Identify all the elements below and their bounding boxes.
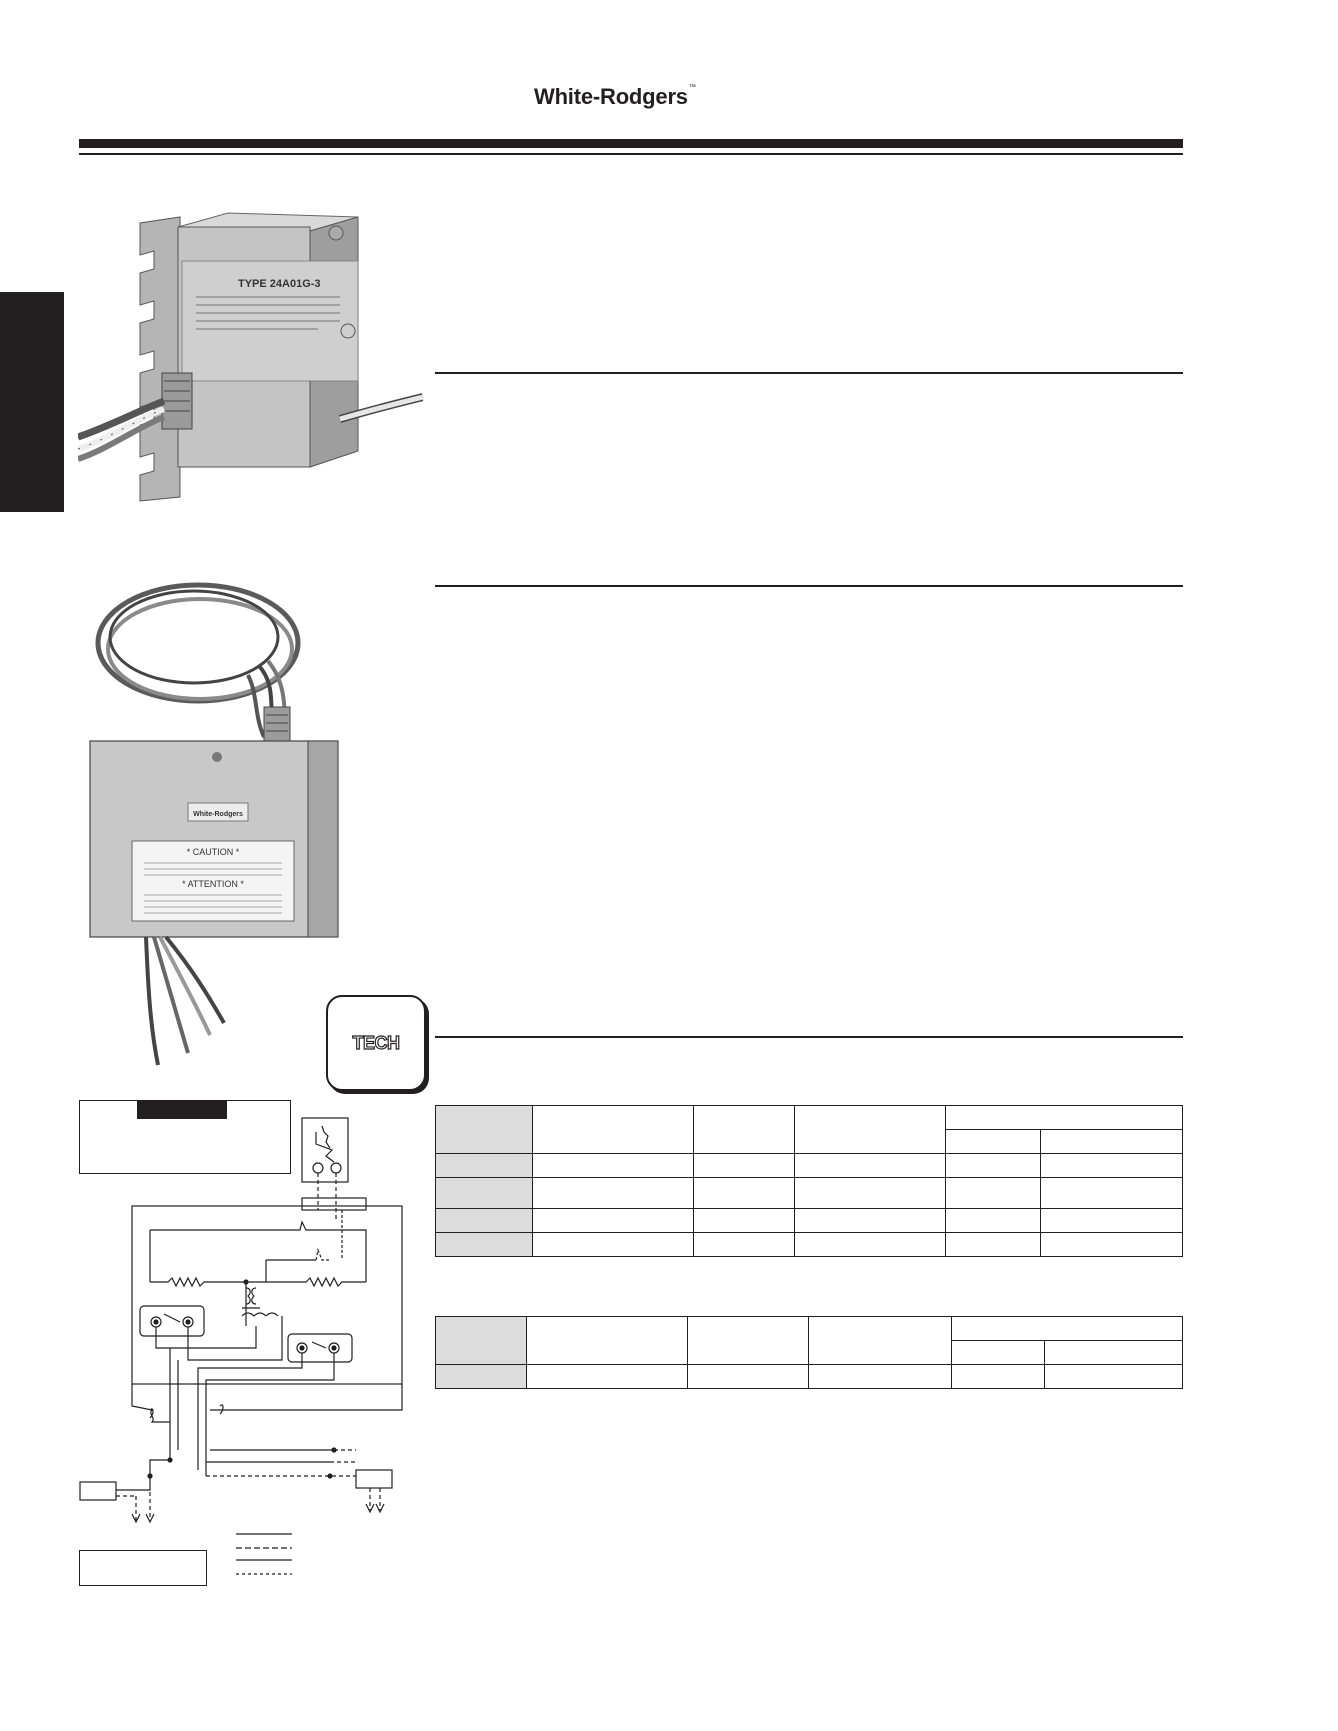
table-cell [526, 1364, 688, 1389]
diagram-label-box [79, 1100, 291, 1174]
table-cell [1044, 1340, 1183, 1365]
table-row [435, 1364, 1183, 1389]
tech-badge: TECH [326, 995, 426, 1091]
table-cell [808, 1316, 952, 1365]
table-cell [1040, 1207, 1183, 1233]
table-cell [794, 1177, 946, 1209]
table-cell [693, 1153, 795, 1179]
enclosure-photo: White-Rodgers * CAUTION * * ATTENTION * [88, 565, 363, 1070]
table-cell [532, 1153, 694, 1179]
spec-table-1 [435, 1104, 1183, 1258]
diagram-label-bar [137, 1101, 227, 1119]
table-cell [951, 1364, 1045, 1389]
table-cell [794, 1231, 946, 1258]
table-cell [951, 1340, 1045, 1365]
table-cell [532, 1104, 694, 1155]
table-cell [1040, 1153, 1183, 1179]
table-cell [693, 1207, 795, 1233]
table-cell [945, 1207, 1041, 1233]
diagram-note-box [79, 1550, 207, 1586]
table-cell [532, 1231, 694, 1258]
svg-text:White-Rodgers: White-Rodgers [193, 811, 243, 818]
table-row [435, 1207, 1183, 1233]
table-cell [1040, 1177, 1183, 1209]
table-cell [693, 1177, 795, 1209]
table-cell [794, 1207, 946, 1233]
header-rule-thin [79, 153, 1183, 155]
table-row [436, 1340, 1183, 1365]
table-cell [435, 1364, 527, 1389]
table-cell [526, 1316, 688, 1365]
table-row [435, 1316, 1183, 1365]
tech-badge-label: TECH [352, 1032, 401, 1053]
table-cell [951, 1316, 1183, 1341]
table-cell [794, 1104, 946, 1155]
table-cell [532, 1177, 694, 1209]
table-cell [435, 1177, 533, 1209]
table-cell [945, 1231, 1041, 1258]
header-rule-thick [79, 139, 1183, 148]
section-divider-3 [435, 1036, 1183, 1038]
side-section-tab [0, 292, 64, 512]
svg-text:* CAUTION *: * CAUTION * [187, 847, 240, 857]
table-row [436, 1129, 1183, 1155]
table-row [435, 1104, 1183, 1155]
section-divider-1 [435, 372, 1183, 374]
table-cell [435, 1104, 533, 1155]
brand-name: White-Rodgers [534, 84, 688, 109]
svg-text:* ATTENTION *: * ATTENTION * [182, 879, 244, 889]
wiring-diagram [79, 1117, 403, 1575]
table-cell [1040, 1231, 1183, 1258]
table-cell [1044, 1364, 1183, 1389]
spec-table-2 [435, 1316, 1183, 1389]
section-divider-2 [435, 585, 1183, 587]
table-cell [945, 1129, 1041, 1155]
table-cell [808, 1364, 952, 1389]
table-row [435, 1177, 1183, 1209]
table-cell [435, 1231, 533, 1258]
table-row [435, 1153, 1183, 1179]
brand-logo: White-Rodgers™ [534, 84, 696, 110]
table-cell [945, 1177, 1041, 1209]
table-cell [687, 1364, 809, 1389]
trademark-symbol: ™ [688, 84, 696, 91]
table-cell [435, 1153, 533, 1179]
table-row [435, 1231, 1183, 1258]
svg-text:TYPE 24A01G-3: TYPE 24A01G-3 [238, 278, 321, 290]
table-cell [693, 1104, 795, 1155]
table-cell [687, 1316, 809, 1365]
table-cell [693, 1231, 795, 1258]
table-cell [794, 1153, 946, 1179]
table-cell [532, 1207, 694, 1233]
table-cell [1040, 1129, 1183, 1155]
table-cell [435, 1316, 527, 1365]
table-cell [945, 1153, 1041, 1179]
table-cell [945, 1104, 1183, 1131]
table-cell [435, 1207, 533, 1233]
relay-photo: TYPE 24A01G-3 [78, 205, 423, 505]
